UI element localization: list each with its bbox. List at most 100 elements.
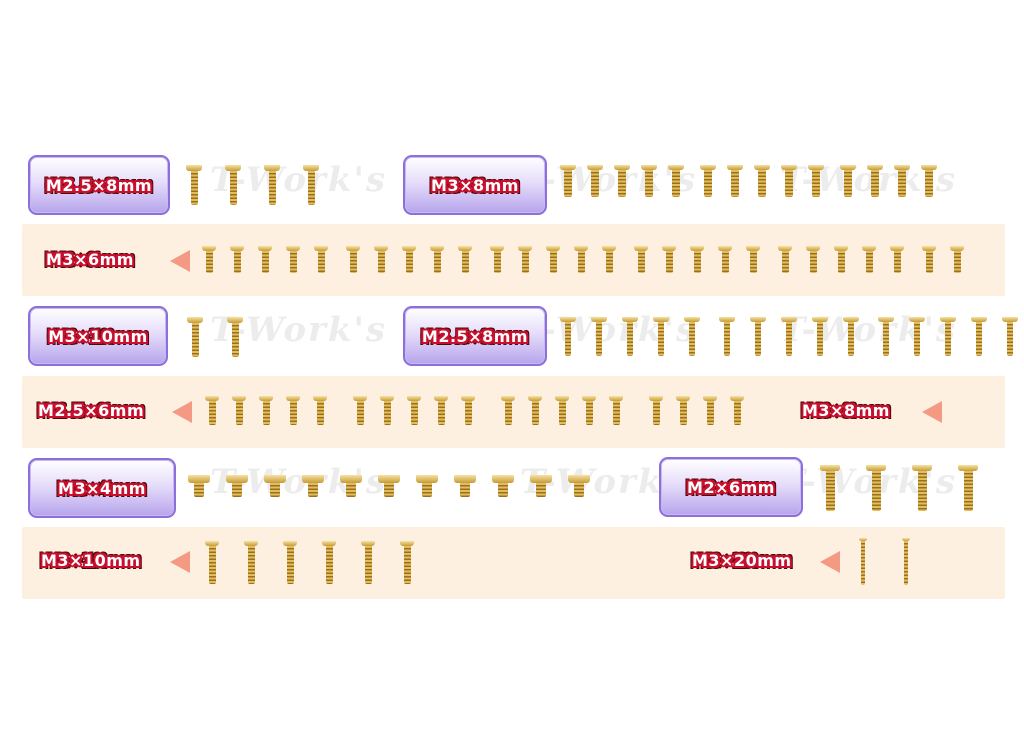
screw-icon: [407, 396, 421, 425]
screw-icon: [286, 396, 300, 425]
screw-icon: [264, 165, 280, 205]
screw-icon: [259, 396, 273, 425]
screw-icon: [902, 538, 910, 585]
screw-icon: [862, 246, 876, 273]
screw-icon: [574, 246, 588, 273]
screw-icon: [188, 475, 210, 497]
screw-icon: [867, 165, 883, 197]
screw-icon: [909, 317, 925, 356]
screw-icon: [264, 475, 286, 497]
screw-icon: [634, 246, 648, 273]
screw-icon: [187, 317, 203, 357]
screw-icon: [568, 475, 590, 497]
screw-icon: [718, 246, 732, 273]
screw-icon: [866, 465, 886, 511]
screw-icon: [492, 475, 514, 497]
screw-icon: [582, 396, 596, 425]
screw-icon: [878, 317, 894, 356]
size-tag: M2.5×8mm: [28, 155, 170, 215]
screw-icon: [622, 317, 638, 356]
screw-icon: [727, 165, 743, 197]
screw-icon: [490, 246, 504, 273]
screw-icon: [361, 541, 375, 584]
size-label: M3×10mm: [41, 551, 141, 570]
screw-icon: [754, 165, 770, 197]
size-tag: M2×6mm: [659, 457, 803, 517]
arrow-icon: [820, 551, 840, 573]
screw-icon: [501, 396, 515, 425]
screw-icon: [434, 396, 448, 425]
screw-icon: [806, 246, 820, 273]
screw-icon: [430, 246, 444, 273]
screw-icon: [400, 541, 414, 584]
screw-icon: [609, 396, 623, 425]
screw-icon: [560, 165, 576, 197]
screw-icon: [662, 246, 676, 273]
size-label: M3×8mm: [802, 401, 890, 420]
screw-icon: [912, 465, 932, 511]
screw-icon: [958, 465, 978, 511]
screw-icon: [374, 246, 388, 273]
screw-icon: [950, 246, 964, 273]
screw-icon: [303, 165, 319, 205]
screw-icon: [380, 396, 394, 425]
screw-icon: [894, 165, 910, 197]
screw-icon: [226, 475, 248, 497]
screw-icon: [225, 165, 241, 205]
watermark: T-Work's: [210, 310, 388, 350]
screw-icon: [530, 475, 552, 497]
screw-icon: [940, 317, 956, 356]
size-label: M3×4mm: [58, 478, 146, 498]
size-label: M3×6mm: [46, 250, 134, 269]
size-label: M3×8mm: [431, 175, 519, 195]
size-tag: M3×10mm: [28, 306, 168, 366]
arrow-icon: [170, 551, 190, 573]
screw-icon: [676, 396, 690, 425]
screw-icon: [202, 246, 216, 273]
size-label: M3×20mm: [692, 551, 792, 570]
size-tag: M3×8mm: [403, 155, 547, 215]
screw-icon: [258, 246, 272, 273]
screw-icon: [684, 317, 700, 356]
size-label: M2×6mm: [687, 477, 775, 497]
screw-icon: [230, 246, 244, 273]
screw-icon: [778, 246, 792, 273]
screw-icon: [186, 165, 202, 205]
screw-icon: [840, 165, 856, 197]
screw-icon: [921, 165, 937, 197]
screw-icon: [458, 246, 472, 273]
screw-icon: [353, 396, 367, 425]
size-label: M3×10mm: [48, 326, 148, 346]
screw-icon: [528, 396, 542, 425]
screw-icon: [971, 317, 987, 356]
screw-icon: [808, 165, 824, 197]
size-label: M2.5×8mm: [45, 175, 153, 195]
screw-icon: [781, 165, 797, 197]
screw-icon: [591, 317, 607, 356]
screw-icon: [555, 396, 569, 425]
screw-icon: [518, 246, 532, 273]
screw-icon: [750, 317, 766, 356]
watermark: T-Work's: [520, 160, 698, 200]
screw-icon: [820, 465, 840, 511]
screw-icon: [346, 246, 360, 273]
screw-icon: [378, 475, 400, 497]
screw-icon: [313, 396, 327, 425]
screw-icon: [205, 396, 219, 425]
screw-icon: [653, 317, 669, 356]
screw-icon: [1002, 317, 1018, 356]
screw-icon: [890, 246, 904, 273]
screw-icon: [416, 475, 438, 497]
screw-icon: [859, 538, 867, 585]
screw-icon: [719, 317, 735, 356]
screw-icon: [546, 246, 560, 273]
screw-icon: [227, 317, 243, 357]
screw-icon: [560, 317, 576, 356]
screw-icon: [834, 246, 848, 273]
screw-icon: [244, 541, 258, 584]
screw-icon: [812, 317, 828, 356]
watermark: T-Work's: [520, 310, 698, 350]
arrow-icon: [922, 401, 942, 423]
screw-icon: [322, 541, 336, 584]
screw-icon: [700, 165, 716, 197]
